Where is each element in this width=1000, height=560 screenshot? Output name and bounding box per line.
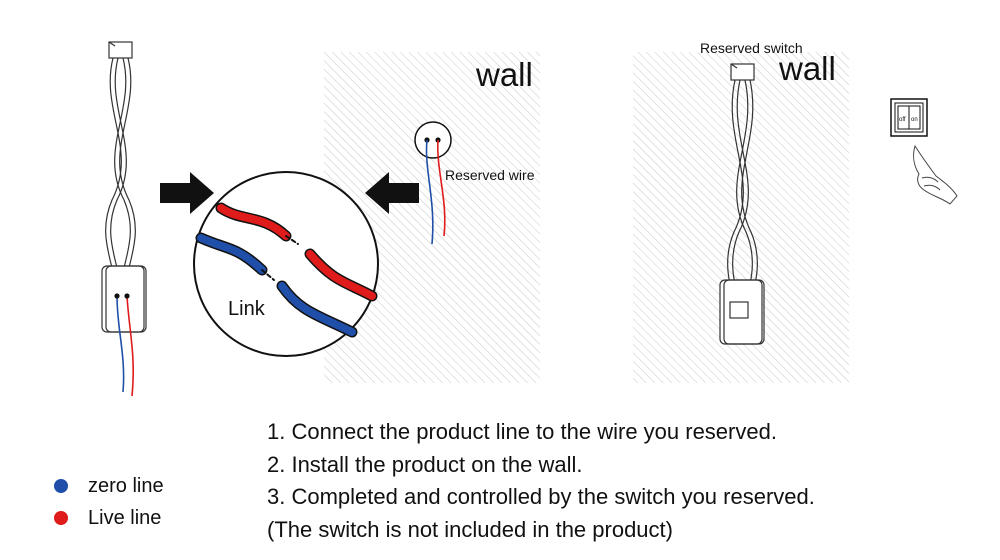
legend-label: Live line	[88, 506, 162, 529]
instruction-steps: 1. Connect the product line to the wire …	[267, 416, 815, 514]
product-cable-right	[719, 63, 765, 345]
zero-wire-reserved	[425, 139, 434, 245]
live-line-dot	[54, 511, 68, 525]
legend: zero line Live line	[54, 470, 164, 534]
switch-on-label: on	[911, 117, 918, 123]
link-label: Link	[228, 298, 266, 320]
wall-socket-icon	[414, 121, 452, 159]
zero-wire-product	[116, 295, 125, 393]
switch-off-label: off	[899, 117, 906, 123]
step-item: 1. Connect the product line to the wire …	[267, 419, 777, 444]
reserved-wire-label: Reserved wire	[445, 167, 535, 183]
zero-line-dot	[54, 479, 68, 493]
wiring-diagram: wall wall Reserved switch Link Reserve	[101, 40, 958, 397]
arrow-left-icon	[365, 172, 419, 214]
wall-label-2: wall	[778, 50, 836, 87]
legend-label: zero line	[88, 474, 164, 497]
switch-icon: off on	[890, 98, 928, 137]
reserved-switch-label: Reserved switch	[700, 40, 803, 56]
product-cable-left	[101, 41, 147, 333]
live-wire-product	[126, 295, 134, 397]
live-wire-reserved	[436, 139, 446, 237]
pointing-hand-icon	[913, 144, 958, 205]
product-base-left	[101, 265, 145, 333]
legend-item-zero-line: zero line	[54, 470, 164, 502]
link-wires	[195, 202, 378, 338]
wall-label-1: wall	[475, 56, 533, 93]
arrow-right-icon	[160, 172, 214, 214]
switch-note: (The switch is not included in the produ…	[267, 517, 673, 542]
step-item: 2. Install the product on the wall.	[267, 451, 583, 477]
step-item: 3. Completed and controlled by the switc…	[267, 484, 815, 509]
legend-item-live-line: Live line	[54, 502, 164, 534]
